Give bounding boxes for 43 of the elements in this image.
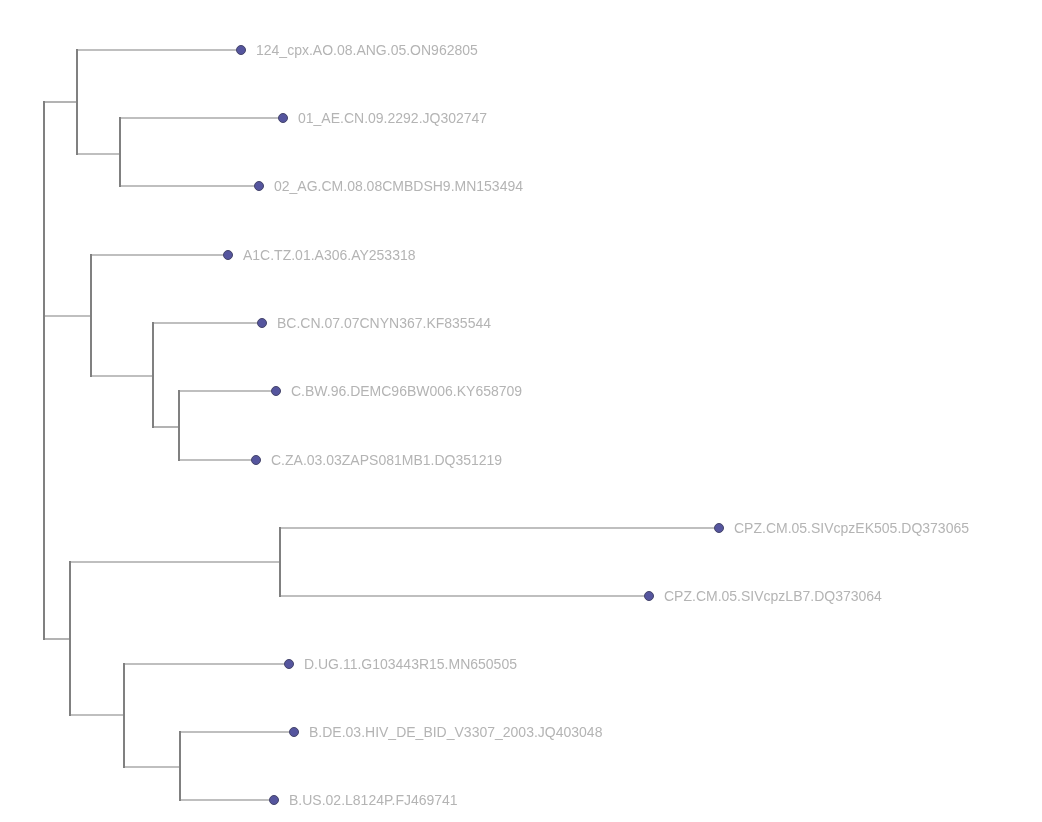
branch — [124, 663, 285, 665]
taxon-label: C.BW.96.DEMC96BW006.KY658709 — [291, 383, 523, 399]
taxon-label: CPZ.CM.05.SIVcpzLB7.DQ373064 — [664, 588, 882, 604]
branch-line — [279, 527, 281, 597]
taxon-label: B.US.02.L8124P.FJ469741 — [289, 792, 458, 808]
branch — [120, 185, 255, 187]
taxon-label: BC.CN.07.07CNYN367.KF835544 — [277, 315, 491, 331]
taxon-label: C.ZA.03.03ZAPS081MB1.DQ351219 — [271, 452, 503, 468]
taxon-label: CPZ.CM.05.SIVcpzEK505.DQ373065 — [734, 520, 969, 536]
branch-line — [152, 322, 154, 428]
branch — [153, 322, 258, 324]
branch-line — [76, 49, 78, 155]
branch — [280, 595, 645, 597]
taxon-label: A1C.TZ.01.A306.AY253318 — [243, 247, 416, 263]
branch — [153, 426, 179, 428]
branch-line — [178, 390, 180, 461]
branch — [180, 799, 270, 801]
branch — [70, 714, 124, 716]
branch — [124, 766, 180, 768]
taxon-label: 02_AG.CM.08.08CMBDSH9.MN153494 — [274, 178, 523, 194]
branch — [91, 375, 153, 377]
branch — [120, 117, 279, 119]
branch — [77, 153, 120, 155]
branch — [180, 731, 290, 733]
branch — [179, 390, 272, 392]
branch — [70, 561, 280, 563]
branch — [44, 101, 77, 103]
branch — [44, 638, 70, 640]
branch-line — [69, 561, 71, 716]
branch — [179, 459, 252, 461]
branch-line — [179, 731, 181, 801]
branch-line — [119, 117, 121, 187]
branch-line — [43, 101, 45, 640]
taxon-label: 124_cpx.AO.08.ANG.05.ON962805 — [256, 42, 478, 58]
branch — [280, 527, 715, 529]
taxon-label: B.DE.03.HIV_DE_BID_V3307_2003.JQ403048 — [309, 724, 603, 740]
taxon-label: D.UG.11.G103443R15.MN650505 — [304, 656, 517, 672]
taxon-label: 01_AE.CN.09.2292.JQ302747 — [298, 110, 488, 126]
branch — [44, 315, 91, 317]
branch-line — [90, 254, 92, 377]
branch-line — [123, 663, 125, 768]
branch — [77, 49, 237, 51]
branch — [91, 254, 224, 256]
